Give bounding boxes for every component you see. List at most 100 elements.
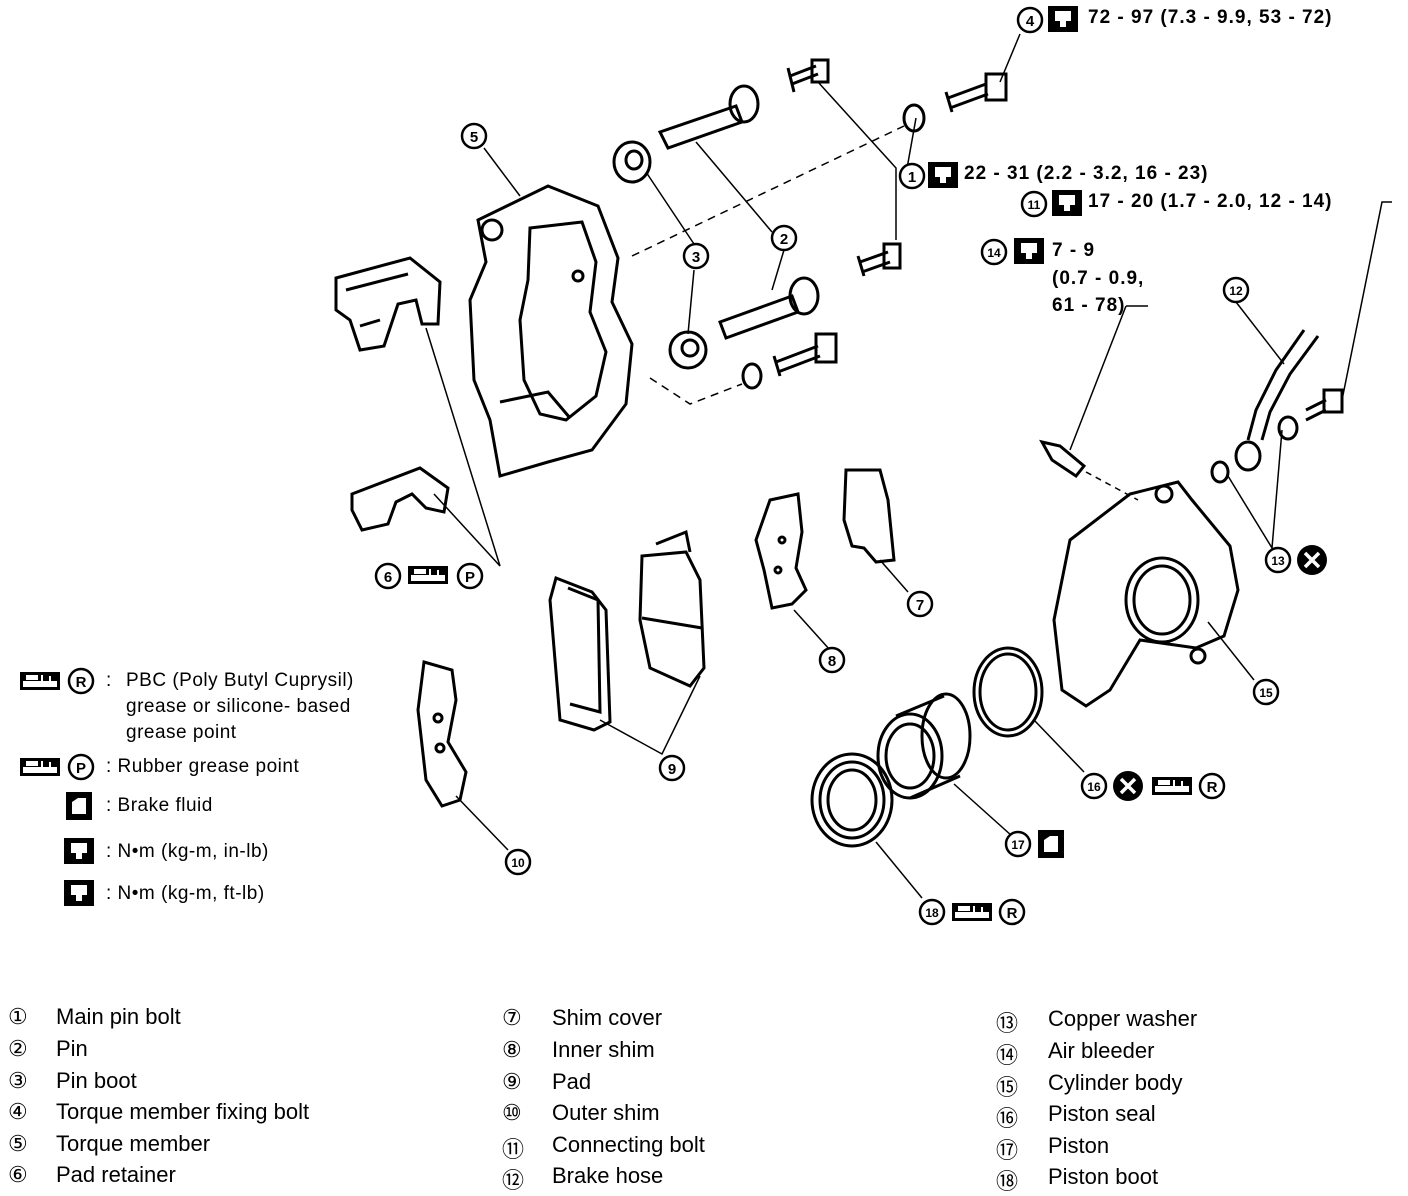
- callout-3: 3: [682, 242, 710, 270]
- torque-spec-bolt-11: 17 - 20 (1.7 - 2.0, 12 - 14): [1088, 191, 1333, 212]
- part-name: Pin: [56, 1036, 88, 1061]
- part-name: Cylinder body: [1048, 1070, 1183, 1095]
- callout-8: 8: [818, 646, 846, 674]
- legend-nm-ftlb-text: : N•m (kg-m, ft-lb): [106, 883, 265, 904]
- callout-18: 18: [918, 898, 946, 926]
- grease-icon-6: [407, 565, 449, 585]
- svg-text:1: 1: [908, 169, 916, 186]
- grease-icon-16: [1151, 776, 1193, 796]
- pad-outer: [638, 529, 706, 688]
- part-number: ⑦: [502, 1005, 522, 1030]
- legend-grease-icon-p: [19, 757, 61, 777]
- cylinder-body: [1052, 480, 1240, 708]
- part-name: Torque member: [56, 1131, 211, 1156]
- bolt-main-pin-upper: [786, 58, 830, 93]
- part-number: ⑪: [502, 1137, 525, 1162]
- legend-p-text: : Rubber grease point: [106, 756, 300, 777]
- svg-text:17: 17: [1011, 838, 1025, 852]
- piston: [876, 692, 972, 800]
- torque-spec-bleeder-line2: (0.7 - 0.9,: [1052, 268, 1145, 289]
- pbc-grease-r-icon-18: R: [998, 898, 1026, 926]
- part-number: ⑮: [996, 1075, 1019, 1100]
- legend-nm-inlb-text: : N•m (kg-m, in-lb): [106, 841, 269, 862]
- part-number: ⑯: [996, 1106, 1019, 1131]
- legend-r-line1: PBC (Poly Butyl Cuprysil): [126, 670, 354, 691]
- callout-12: 12: [1222, 276, 1250, 304]
- legend-r-colon: :: [106, 670, 112, 691]
- bolt-connecting: [1305, 388, 1344, 422]
- callout-7: 7: [906, 590, 934, 618]
- svg-text:5: 5: [470, 129, 478, 146]
- part-name: Inner shim: [552, 1037, 655, 1062]
- rubber-grease-p-icon-6: P: [456, 562, 484, 590]
- part-number: ⑫: [502, 1168, 525, 1193]
- callout-13: 13: [1264, 546, 1292, 574]
- torque-icon-14: [1014, 238, 1044, 264]
- part-number: ⑱: [996, 1169, 1019, 1194]
- part-name: Piston: [1048, 1133, 1110, 1158]
- part-name: Copper washer: [1048, 1006, 1198, 1031]
- inner-shim: [754, 492, 808, 610]
- part-number: ①: [8, 1004, 28, 1029]
- pin-boot-lower: [668, 330, 708, 370]
- callout-11: 11: [1020, 190, 1048, 218]
- svg-text:13: 13: [1271, 554, 1285, 568]
- assembly-dashed-lines: [631, 125, 905, 405]
- shim-cover: [842, 468, 896, 564]
- part-name: Pad retainer: [56, 1162, 176, 1187]
- part-number: ⑬: [996, 1011, 1019, 1036]
- part-name: Piston seal: [1048, 1101, 1156, 1126]
- legend-brake-fluid-icon: [66, 792, 92, 820]
- part-name: Main pin bolt: [56, 1004, 181, 1029]
- pad-retainer-upper: [334, 256, 442, 352]
- outer-shim: [416, 660, 468, 808]
- replace-x-icon-16: [1113, 771, 1143, 801]
- svg-text:P: P: [465, 569, 475, 586]
- piston-seal: [972, 646, 1044, 738]
- torque-spec-bolt-4: 72 - 97 (7.3 - 9.9, 53 - 72): [1088, 7, 1333, 28]
- pad-retainer-lower: [350, 466, 450, 532]
- svg-text:18: 18: [925, 906, 939, 920]
- legend-fluid-text: : Brake fluid: [106, 795, 213, 816]
- part-name: Piston boot: [1048, 1164, 1159, 1189]
- callout-6: 6: [374, 562, 402, 590]
- callout-4: 4: [1016, 6, 1044, 34]
- torque-spec-bolt-1: 22 - 31 (2.2 - 3.2, 16 - 23): [964, 163, 1209, 184]
- torque-icon-4: [1048, 6, 1078, 32]
- part-name: Pad: [552, 1069, 592, 1094]
- legend-torque-ftlb-icon: [64, 880, 94, 906]
- svg-text:16: 16: [1087, 780, 1101, 794]
- svg-text:14: 14: [987, 246, 1001, 260]
- torque-icon-11: [1052, 190, 1082, 216]
- part-name: Outer shim: [552, 1100, 660, 1125]
- part-name: Shim cover: [552, 1005, 663, 1030]
- replace-x-icon-13: [1297, 545, 1327, 575]
- part-number: ⑧: [502, 1037, 522, 1062]
- pad-inner: [548, 575, 612, 732]
- part-number: ⑥: [8, 1162, 28, 1187]
- copper-washer-1: [1210, 460, 1230, 484]
- pin-boot-upper: [612, 140, 652, 184]
- part-name: Torque member fixing bolt: [56, 1099, 310, 1124]
- legend-r-line3: grease point: [126, 722, 237, 743]
- part-number: ②: [8, 1036, 28, 1061]
- legend-r-line2: grease or silicone- based: [126, 696, 351, 717]
- part-name: Pin boot: [56, 1068, 137, 1093]
- callout-2: 2: [770, 224, 798, 252]
- svg-text:P: P: [76, 760, 86, 777]
- part-number: ③: [8, 1068, 28, 1093]
- part-number: ⑭: [996, 1043, 1019, 1068]
- callout-5: 5: [460, 122, 488, 150]
- svg-text:2: 2: [780, 231, 788, 248]
- callout-10: 10: [504, 848, 532, 876]
- svg-text:8: 8: [828, 653, 836, 670]
- legend-p-icon: P: [67, 753, 95, 781]
- svg-text:11: 11: [1028, 198, 1041, 212]
- part-number: ④: [8, 1099, 28, 1124]
- svg-text:15: 15: [1259, 686, 1273, 700]
- svg-text:4: 4: [1026, 13, 1035, 30]
- bolt-torque-member: [944, 72, 1008, 113]
- pin-lower: [718, 276, 820, 340]
- torque-spec-bleeder-line1: 7 - 9: [1052, 240, 1096, 261]
